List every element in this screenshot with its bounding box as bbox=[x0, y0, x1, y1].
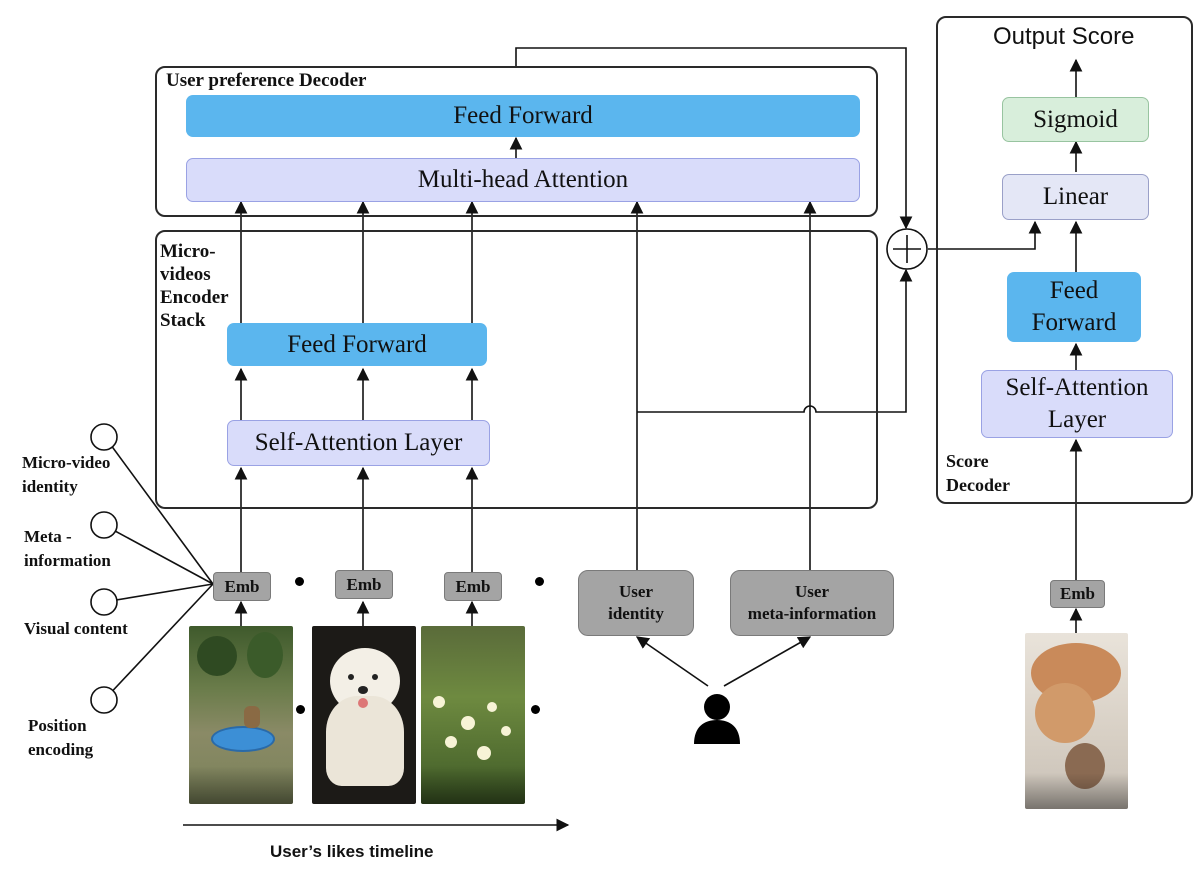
user-decoder-title: User preference Decoder bbox=[166, 70, 367, 91]
emb-box: Emb bbox=[444, 572, 502, 601]
linear-block: Linear bbox=[1002, 174, 1149, 220]
emb-box: Emb bbox=[213, 572, 271, 601]
user-meta-information-box: User meta-information bbox=[730, 570, 894, 636]
multi-head-attention: Multi-head Attention bbox=[186, 158, 860, 202]
timeline-label: User’s likes timeline bbox=[270, 842, 434, 861]
video-thumbnail-yard bbox=[189, 626, 293, 804]
ellipsis-dot bbox=[295, 577, 304, 586]
score-decoder-title: Score Decoder bbox=[946, 451, 1010, 495]
input-label-position: Position encoding bbox=[28, 716, 94, 759]
person-icon bbox=[694, 694, 740, 744]
input-node-position bbox=[90, 686, 118, 714]
score-feed-forward: Feed Forward bbox=[1007, 272, 1141, 342]
input-label-visual: Visual content bbox=[24, 619, 128, 638]
encoder-self-attention: Self-Attention Layer bbox=[227, 420, 490, 466]
video-thumbnail-flowers bbox=[421, 626, 525, 804]
sigmoid-block: Sigmoid bbox=[1002, 97, 1149, 142]
user-preference-decoder-frame bbox=[155, 66, 878, 217]
score-self-attention: Self-Attention Layer bbox=[981, 370, 1173, 438]
input-node-meta bbox=[90, 511, 118, 539]
emb-box: Emb bbox=[335, 570, 393, 599]
ellipsis-dot bbox=[296, 705, 305, 714]
input-label-identity: Micro-video identity bbox=[22, 453, 111, 496]
plus-icon bbox=[886, 228, 928, 270]
video-thumbnail-dog bbox=[312, 626, 416, 804]
input-label-meta: Meta - information bbox=[24, 527, 111, 570]
score-decoder-frame bbox=[936, 16, 1193, 504]
encoder-title: Micro- videos Encoder Stack bbox=[160, 241, 229, 331]
video-thumbnail-target bbox=[1025, 633, 1128, 809]
input-node-visual bbox=[90, 588, 118, 616]
emb-box: Emb bbox=[1050, 580, 1105, 608]
decoder-feed-forward: Feed Forward bbox=[186, 95, 860, 137]
ellipsis-dot bbox=[535, 577, 544, 586]
encoder-stack-frame bbox=[155, 230, 878, 509]
input-node-identity bbox=[90, 423, 118, 451]
encoder-feed-forward: Feed Forward bbox=[227, 323, 487, 366]
user-identity-box: User identity bbox=[578, 570, 694, 636]
output-score-label: Output Score bbox=[993, 23, 1135, 50]
ellipsis-dot bbox=[531, 705, 540, 714]
